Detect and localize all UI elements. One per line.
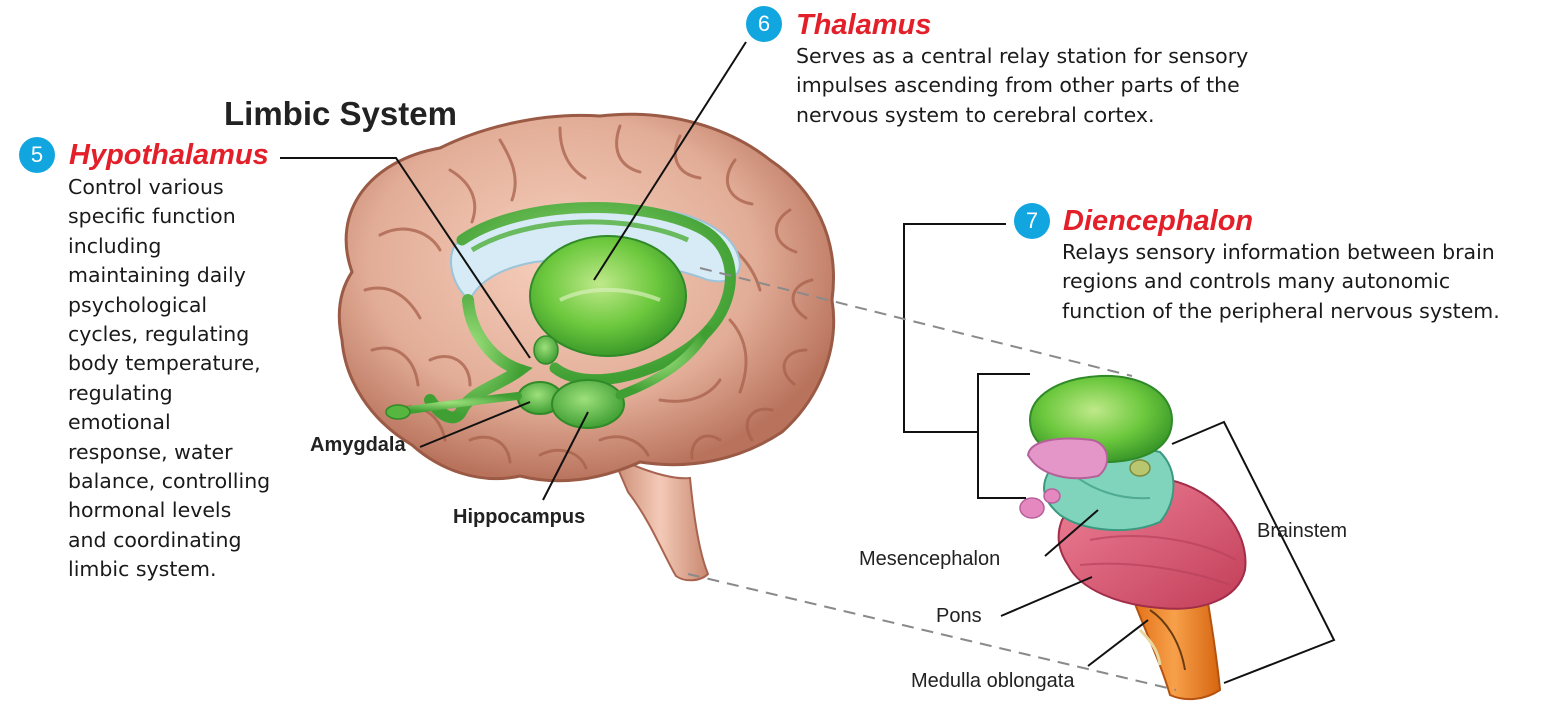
brainstem-illustration: [1020, 376, 1245, 699]
medulla-oblongata-label: Medulla oblongata: [911, 670, 1074, 693]
hypothalamus-number-badge: 5: [19, 137, 55, 173]
diencephalon-description: Relays sensory information between brain…: [1062, 238, 1500, 326]
diencephalon-inner-bracket: [978, 374, 1030, 498]
brain-stem-stump: [612, 455, 708, 580]
pons-leader: [1001, 577, 1092, 616]
mesencephalon-label: Mesencephalon: [859, 548, 1000, 571]
hypothalamus-description: Control various specific function includ…: [68, 173, 270, 585]
diencephalon-number-badge: 7: [1014, 203, 1050, 239]
mammillary-body: [534, 336, 558, 364]
thalamus-description: Serves as a central relay station for se…: [796, 42, 1248, 130]
pons-label: Pons: [936, 605, 982, 628]
medulla-leader: [1088, 620, 1148, 666]
hippocampus-label: Hippocampus: [453, 506, 585, 529]
hippocampus: [552, 380, 624, 428]
diagram-title: Limbic System: [224, 95, 457, 133]
thalamus-term: Thalamus: [796, 9, 931, 41]
hypothalamus-term: Hypothalamus: [69, 139, 269, 171]
pineal-and-pituitary: [1028, 439, 1107, 479]
brainstem-label: Brainstem: [1257, 520, 1347, 543]
thalamus-number-badge: 6: [746, 6, 782, 42]
diencephalon-term: Diencephalon: [1063, 205, 1253, 237]
amygdala-label: Amygdala: [310, 434, 406, 457]
diencephalon-bracket: [904, 224, 1006, 432]
